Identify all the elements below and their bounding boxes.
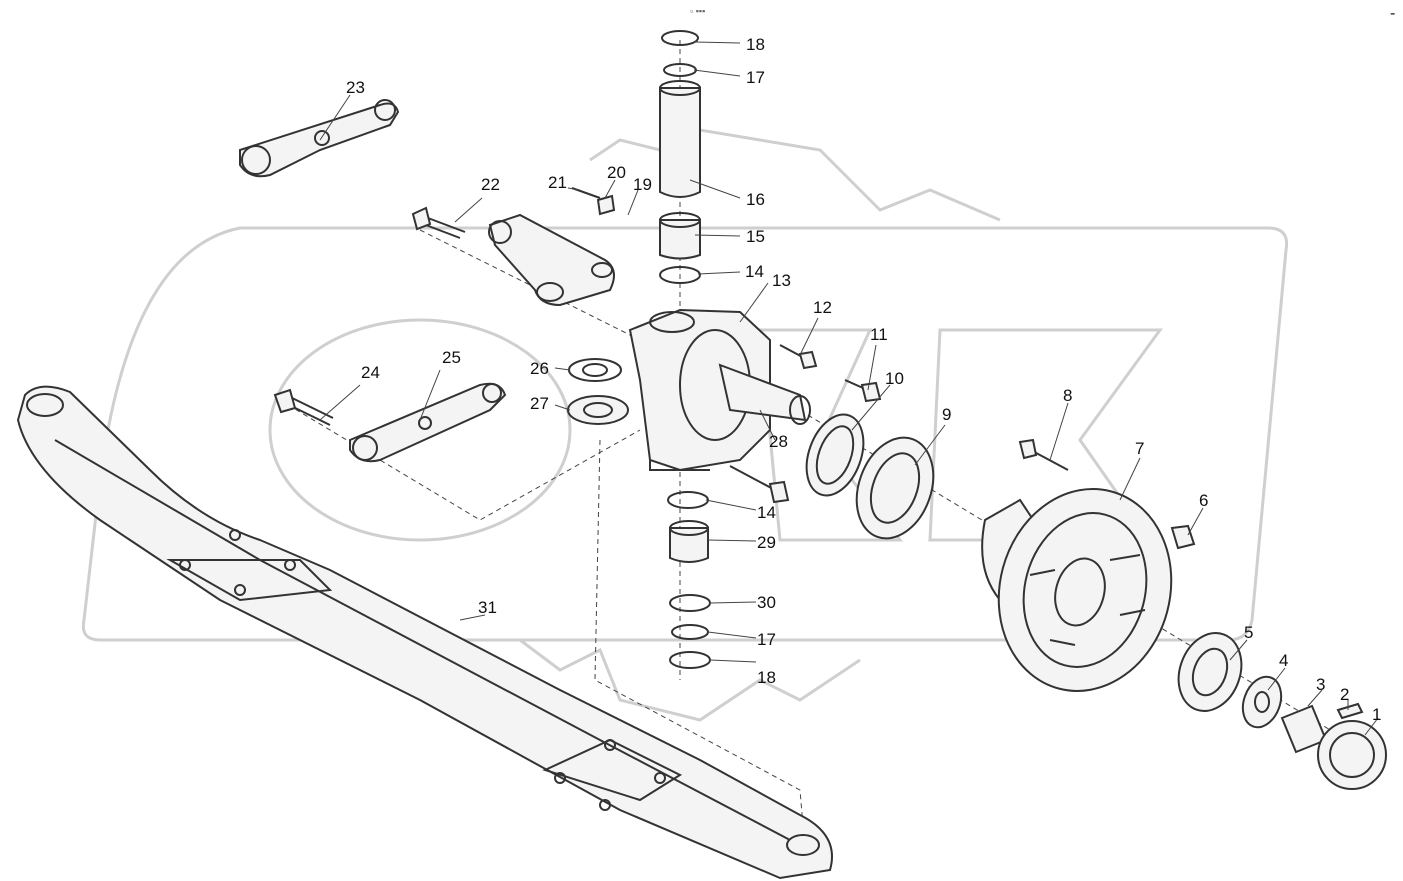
callout-22: 22	[481, 175, 500, 194]
callout-15: 15	[746, 227, 765, 246]
callout-31: 31	[478, 598, 497, 617]
wheel-hub	[981, 438, 1196, 692]
header-mark: ▫ ▪▪▪	[690, 6, 705, 16]
steering-arm-middle	[411, 187, 616, 307]
callout-25: 25	[442, 348, 461, 367]
callout-17-bottom: 17	[757, 630, 776, 649]
knuckle-bolts	[729, 344, 882, 504]
callout-5: 5	[1244, 623, 1253, 642]
callout-3: 3	[1316, 675, 1325, 694]
callout-21: 21	[548, 173, 567, 192]
callout-17-top: 17	[746, 68, 765, 87]
callout-2: 2	[1340, 685, 1349, 704]
callout-14-bottom: 14	[757, 503, 776, 522]
bearings	[805, 413, 935, 540]
callout-10: 10	[885, 369, 904, 388]
callout-23: 23	[346, 78, 365, 97]
callout-1: 1	[1372, 705, 1381, 724]
washer-seal	[567, 358, 629, 425]
callout-11: 11	[870, 325, 888, 344]
watermark-logo	[81, 128, 1289, 722]
callout-6: 6	[1199, 491, 1208, 510]
callout-28: 28	[769, 432, 788, 451]
callout-30: 30	[757, 593, 776, 612]
callout-labels: 1 2 3 4 5 6 7 8 9 10 11 12 13 14 14 15 1…	[346, 35, 1381, 724]
callout-7: 7	[1135, 439, 1144, 458]
callout-16: 16	[746, 190, 765, 209]
corner-mark: -	[1390, 5, 1395, 22]
callout-9: 9	[942, 405, 951, 424]
hub-end-parts	[1177, 632, 1387, 790]
callout-27: 27	[530, 394, 549, 413]
callout-24: 24	[361, 363, 380, 382]
steering-arm-lower	[273, 382, 507, 463]
callout-14-top: 14	[745, 262, 764, 281]
leader-lines	[319, 41, 1379, 736]
axle-beam	[16, 385, 833, 880]
callout-20: 20	[607, 163, 626, 182]
steering-arm-upper	[239, 99, 400, 178]
callout-29: 29	[757, 533, 776, 552]
callout-18-bottom: 18	[757, 668, 776, 687]
callout-13: 13	[772, 271, 791, 290]
callout-12: 12	[813, 298, 832, 317]
callout-19: 19	[633, 175, 652, 194]
callout-26: 26	[530, 359, 549, 378]
kingpin-stack	[659, 30, 711, 669]
steering-knuckle	[628, 308, 811, 472]
callout-8: 8	[1063, 386, 1072, 405]
callout-4: 4	[1279, 651, 1288, 670]
callout-18-top: 18	[746, 35, 765, 54]
